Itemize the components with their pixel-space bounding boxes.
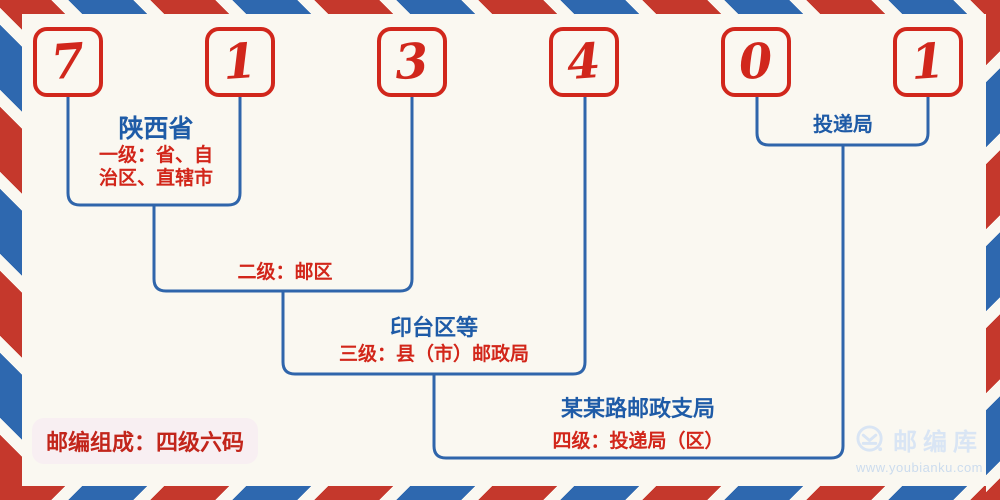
level2-desc-label: 二级：邮区 — [237, 262, 333, 283]
digit-5: 0 — [737, 32, 775, 92]
envelope-circle-icon — [856, 425, 883, 452]
border-stripes-bottom — [0, 486, 1000, 500]
digit-box-6: 1 — [893, 27, 963, 97]
digit-2: 1 — [221, 32, 259, 92]
digit-box-3: 3 — [377, 27, 447, 97]
border-stripes-top — [0, 0, 1000, 14]
digit-4: 4 — [565, 32, 603, 92]
level1-region-label: 陕西省 — [118, 115, 194, 143]
digit-box-5: 0 — [721, 27, 791, 97]
digit-3: 3 — [393, 32, 431, 92]
watermark-url[interactable]: www.youbianku.com — [856, 460, 983, 475]
level5-delivery-label: 投递局 — [813, 114, 873, 136]
level3-desc-label: 三级：县（市）邮政局 — [338, 344, 530, 365]
bracket-level5 — [755, 97, 930, 147]
border-stripes-left — [0, 0, 22, 500]
digit-box-4: 4 — [549, 27, 619, 97]
digit-box-1: 7 — [33, 27, 103, 97]
level1-desc-label: 一级：省、自治区、直辖市 — [98, 145, 213, 189]
level4-desc-label: 四级：投递局（区） — [552, 431, 724, 452]
digit-1: 7 — [49, 32, 87, 92]
level3-region-label: 印台区等 — [389, 315, 479, 340]
border-stripes-right — [986, 0, 1000, 500]
level4-region-label: 某某路邮政支局 — [560, 396, 716, 421]
composition-badge: 邮编组成：四级六码 — [32, 418, 258, 464]
digit-6: 1 — [909, 32, 947, 92]
composition-badge-text: 邮编组成：四级六码 — [45, 430, 244, 456]
watermark-brand: 邮编库 — [893, 429, 983, 456]
watermark: 邮编库 www.youbianku.com — [856, 422, 983, 475]
bracket-level4 — [432, 145, 845, 460]
digit-box-2: 1 — [205, 27, 275, 97]
